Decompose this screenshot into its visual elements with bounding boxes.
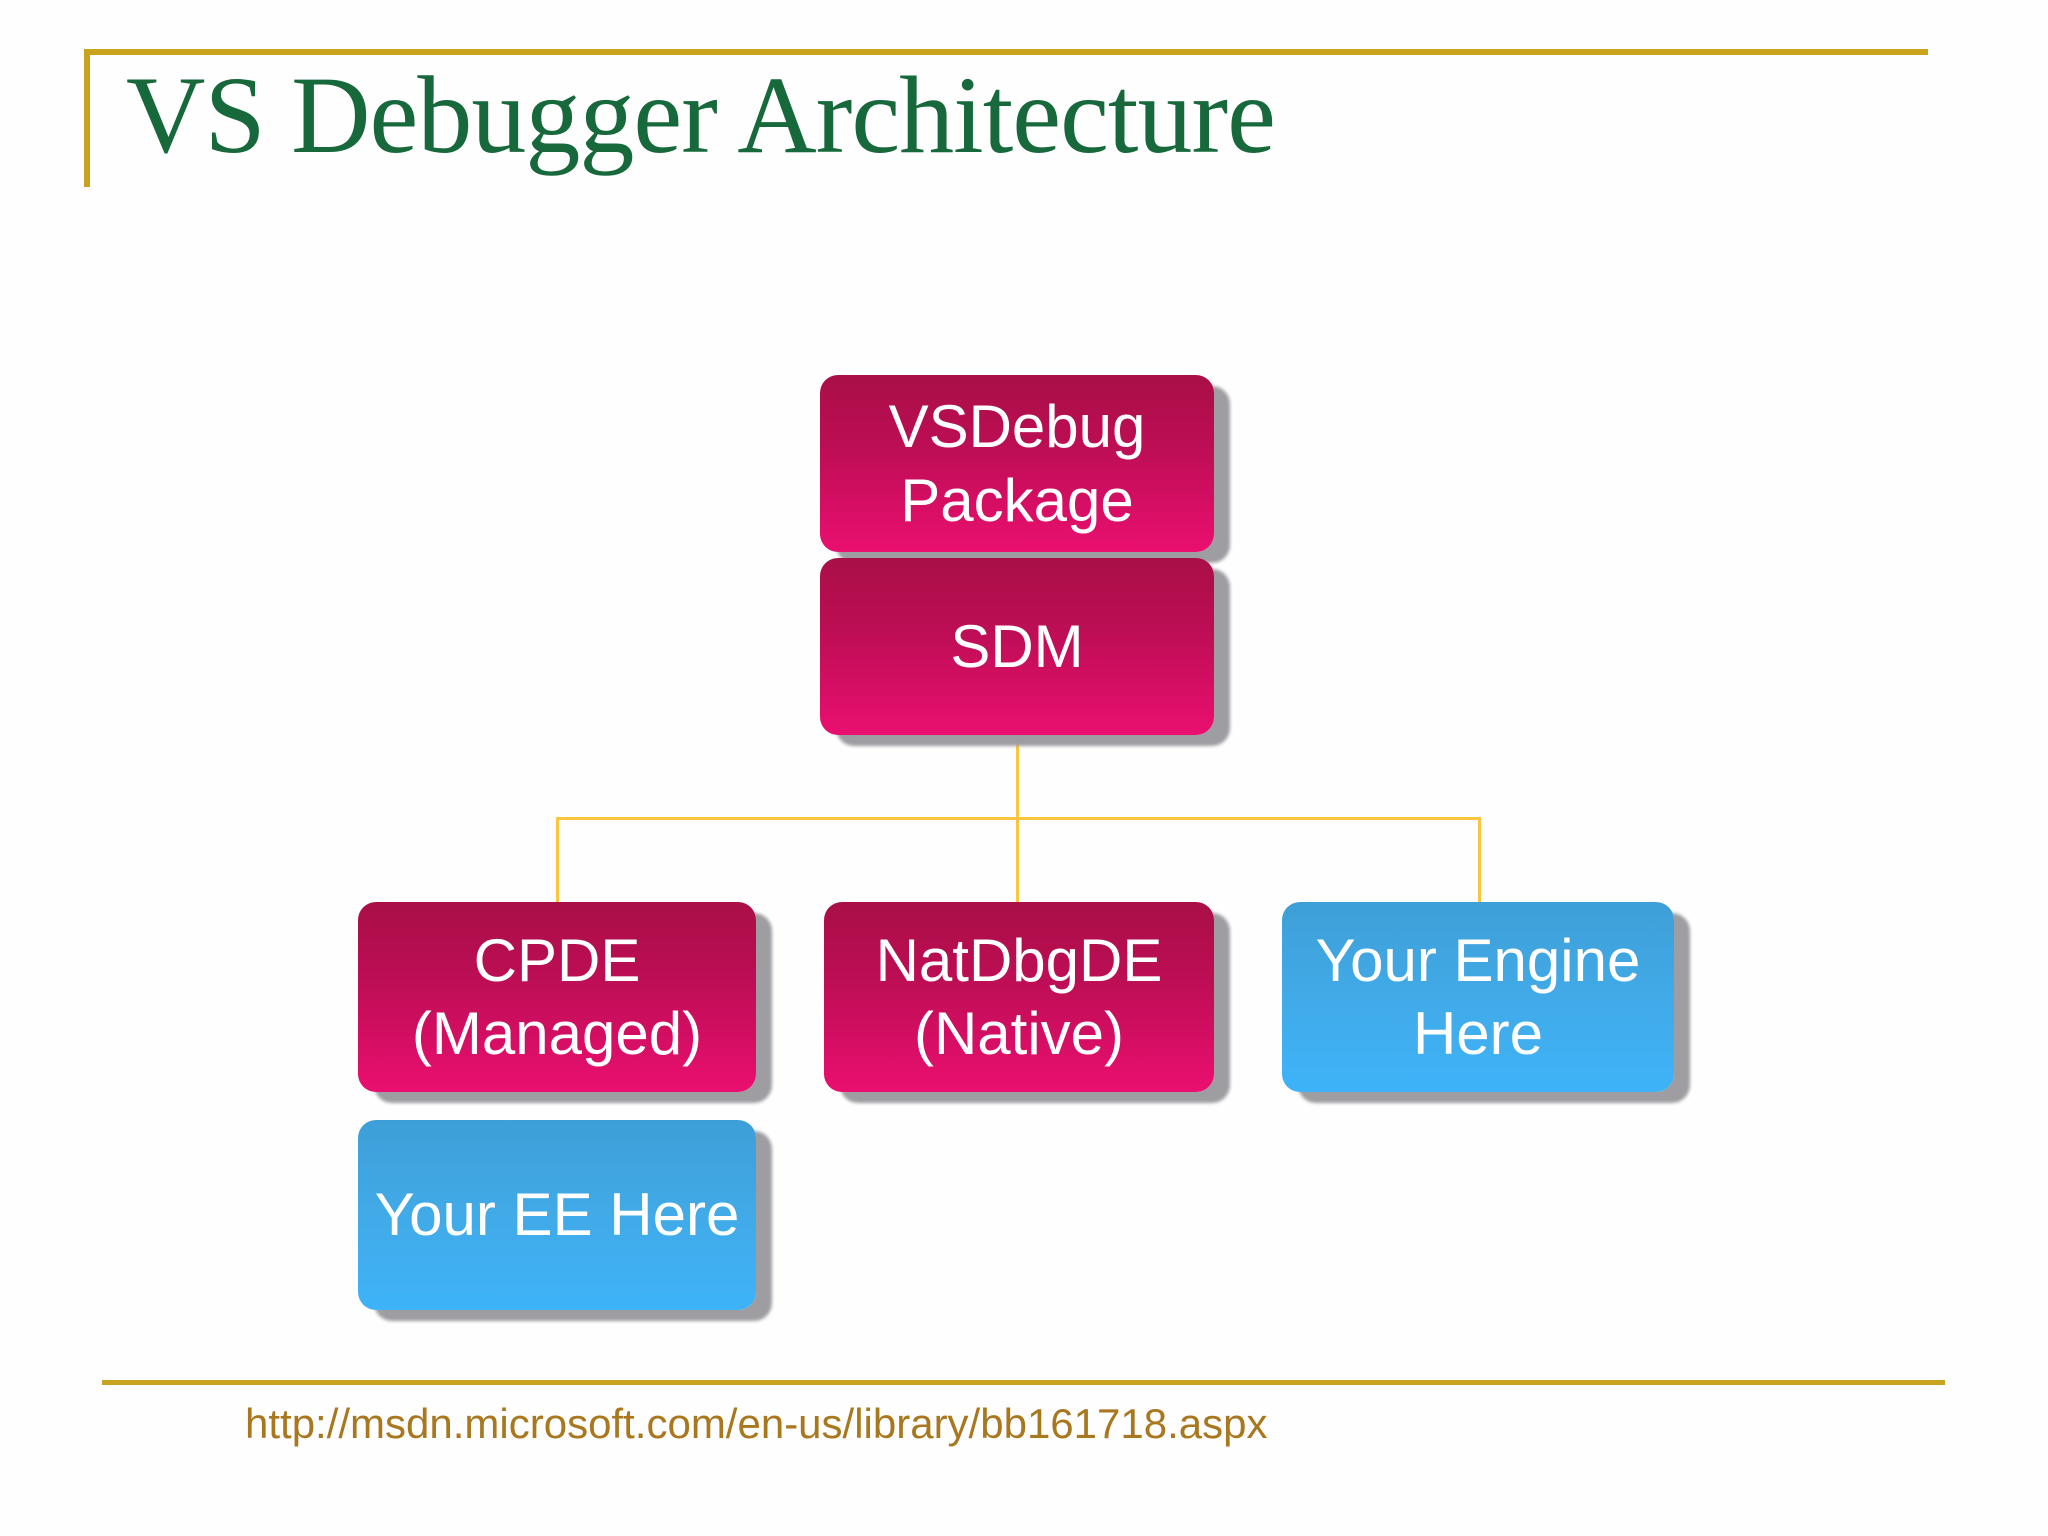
bottom-border-line — [102, 1380, 1945, 1385]
node-label-line: SDM — [950, 612, 1084, 680]
node-label-line: Your EE Here — [374, 1181, 740, 1249]
node-label-line: Package — [900, 466, 1134, 534]
connector-drop-right — [1478, 817, 1481, 903]
node-sdm: SDM — [820, 558, 1214, 735]
node-label-line: VSDebug — [888, 393, 1146, 461]
node-label-line: CPDE — [473, 926, 641, 994]
connector-drop-middle — [1016, 817, 1019, 903]
node-label-line: Your Engine — [1315, 926, 1641, 994]
node-vsdebug-package: VSDebug Package — [820, 375, 1214, 552]
connector-drop-left — [556, 817, 559, 903]
node-label-line: (Managed) — [411, 1000, 703, 1067]
node-your-engine-here: Your Engine Here — [1282, 902, 1674, 1092]
slide-title: VS Debugger Architecture — [126, 54, 1276, 176]
footer-msdn-url: http://msdn.microsoft.com/en-us/library/… — [245, 1400, 1268, 1447]
node-cpde-managed: CPDE (Managed) — [358, 902, 756, 1092]
top-border-line — [84, 49, 1928, 55]
node-label-line: (Native) — [913, 1000, 1125, 1067]
node-your-ee-here: Your EE Here — [358, 1120, 756, 1310]
connector-stem — [1016, 735, 1019, 818]
node-label-line: Here — [1412, 1000, 1544, 1067]
node-label-line: NatDbgDE — [875, 926, 1163, 994]
node-natdbgde-native: NatDbgDE (Native) — [824, 902, 1214, 1092]
title-left-accent-line — [84, 49, 90, 187]
